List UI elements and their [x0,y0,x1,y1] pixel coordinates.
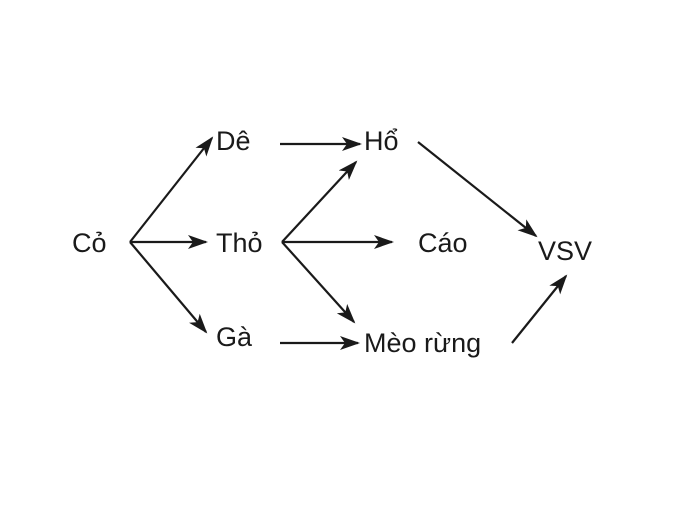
arrow-tho-to-ho [281,160,358,243]
arrow-co-to-de [129,136,214,243]
node-vsv: VSV [538,236,592,266]
arrow-meo-rung-to-vsv [511,274,568,344]
nodes-layer: Cỏ Dê Thỏ Gà Hổ Cáo Mèo rừng VSV [72,126,592,358]
node-co: Cỏ [72,228,107,258]
edges-layer [129,136,568,350]
node-cao: Cáo [418,228,468,258]
arrow-ho-to-vsv [417,141,538,238]
node-ho: Hổ [364,126,399,156]
arrow-co-to-ga [129,241,208,334]
node-de: Dê [216,126,251,156]
arrow-tho-to-meo-rung [281,241,356,324]
node-ga: Gà [216,322,253,352]
node-meo-rung: Mèo rừng [364,328,481,358]
node-tho: Thỏ [216,228,263,258]
